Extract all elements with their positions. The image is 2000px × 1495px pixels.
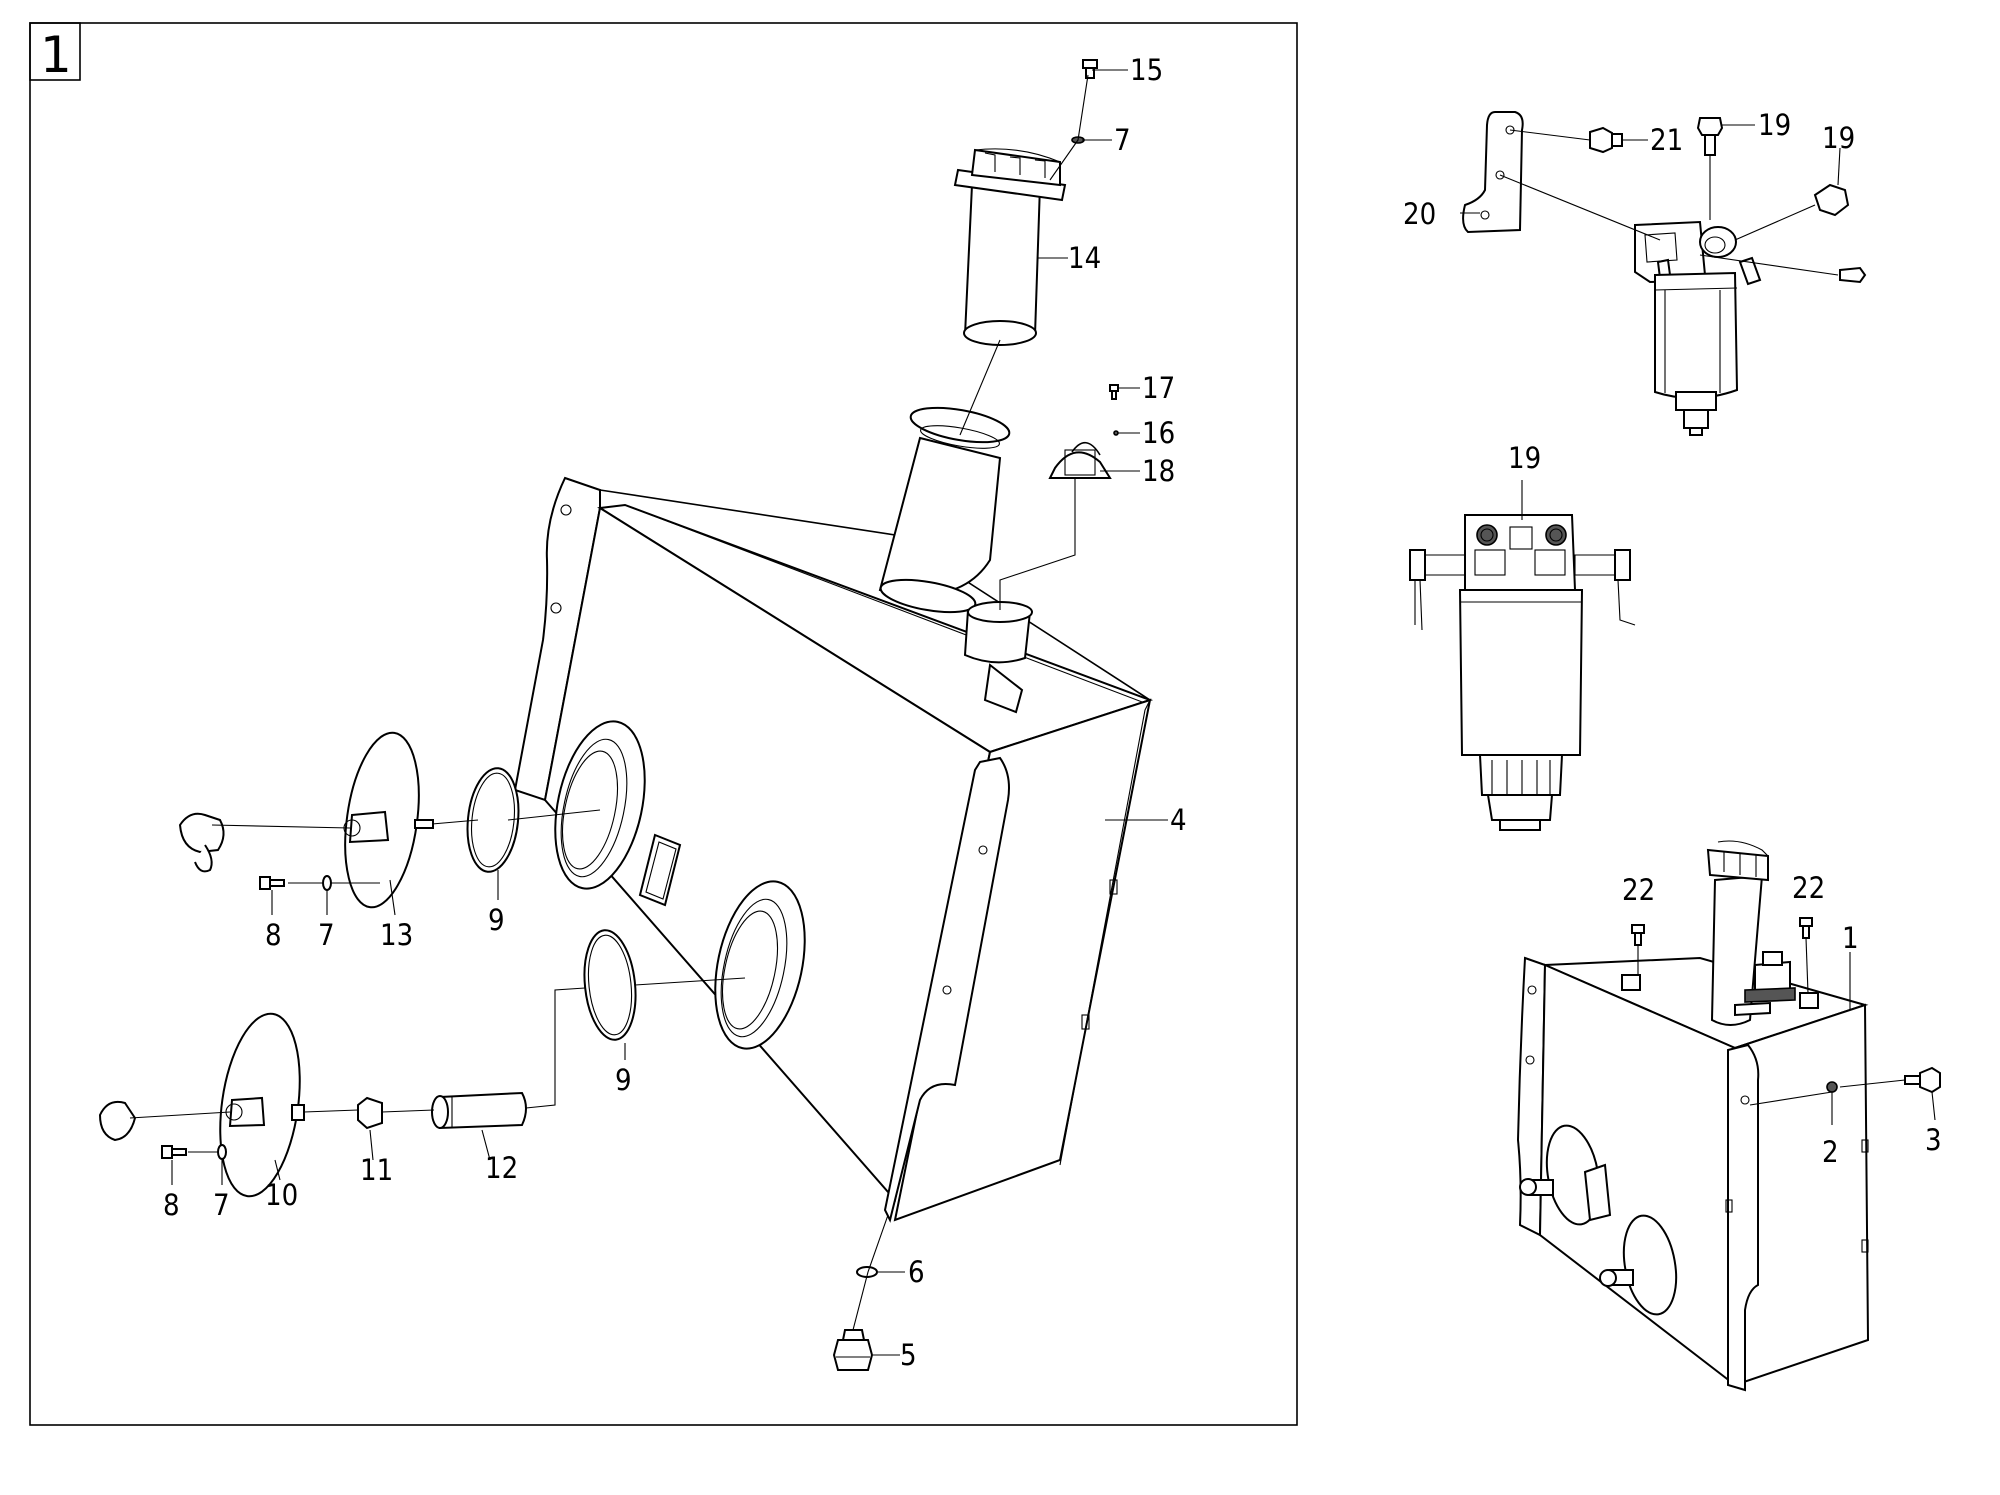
- sheet-number-box: [29, 22, 81, 81]
- callout-7-upper: 7: [318, 918, 335, 952]
- leader-lines-main: [129, 69, 1168, 1356]
- callout-10: 10: [265, 1178, 298, 1212]
- callout-8-lower: 8: [163, 1188, 180, 1222]
- nut-11: [357, 1096, 383, 1130]
- sheet-number: 1: [40, 26, 72, 84]
- pipe-12: [431, 1091, 527, 1130]
- callout-18: 18: [1142, 454, 1175, 488]
- washer-7-upper: [322, 875, 332, 891]
- drain-plug-5: [832, 1329, 874, 1371]
- callout-6: 6: [908, 1255, 925, 1289]
- filter-front-view: [1409, 480, 1636, 831]
- bolt-8-lower: [161, 1145, 187, 1159]
- main-frame: [29, 22, 1298, 1426]
- strainer-tube: [953, 148, 1067, 346]
- fuel-tank-assembled: [1516, 840, 1941, 1392]
- callout-7-top: 7: [1114, 123, 1131, 157]
- callout-11: 11: [360, 1153, 393, 1187]
- callout-2: 2: [1822, 1135, 1839, 1169]
- o-ring-9-lower: [583, 929, 637, 1041]
- fitting-upper: [178, 812, 225, 873]
- bolt-8-upper: [259, 876, 285, 890]
- filler-neck: [878, 406, 1033, 714]
- filter-bracket-assembly: [1460, 111, 1867, 436]
- callout-20: 20: [1403, 197, 1436, 231]
- callout-1: 1: [1842, 921, 1859, 955]
- callout-5: 5: [900, 1338, 917, 1372]
- screw-15: [1082, 59, 1098, 79]
- callout-14: 14: [1068, 241, 1101, 275]
- callout-21: 21: [1650, 123, 1683, 157]
- callout-7-lower: 7: [213, 1188, 230, 1222]
- callout-3: 3: [1925, 1123, 1942, 1157]
- callout-19-top: 19: [1758, 108, 1791, 142]
- o-ring-9-upper: [466, 767, 520, 873]
- callout-9-lower: 9: [615, 1063, 632, 1097]
- callout-12: 12: [485, 1151, 518, 1185]
- callout-16: 16: [1142, 416, 1175, 450]
- callout-4: 4: [1170, 803, 1187, 837]
- callout-19-mid: 19: [1508, 441, 1541, 475]
- callout-8-upper: 8: [265, 918, 282, 952]
- callout-15: 15: [1130, 53, 1163, 87]
- washer-7-lower: [217, 1144, 227, 1160]
- callout-13: 13: [380, 918, 413, 952]
- cover-10: [219, 1012, 305, 1198]
- callout-19-right: 19: [1822, 121, 1855, 155]
- fuel-tank-exploded: [513, 476, 1154, 1223]
- clamp-18: [1048, 441, 1112, 479]
- callout-9-upper: 9: [488, 903, 505, 937]
- washer-16: [1113, 430, 1119, 436]
- callout-22-right: 22: [1792, 871, 1825, 905]
- cover-13: [343, 731, 434, 909]
- fitting-lower: [98, 1100, 137, 1142]
- callout-17: 17: [1142, 371, 1175, 405]
- callout-22-left: 22: [1622, 873, 1655, 907]
